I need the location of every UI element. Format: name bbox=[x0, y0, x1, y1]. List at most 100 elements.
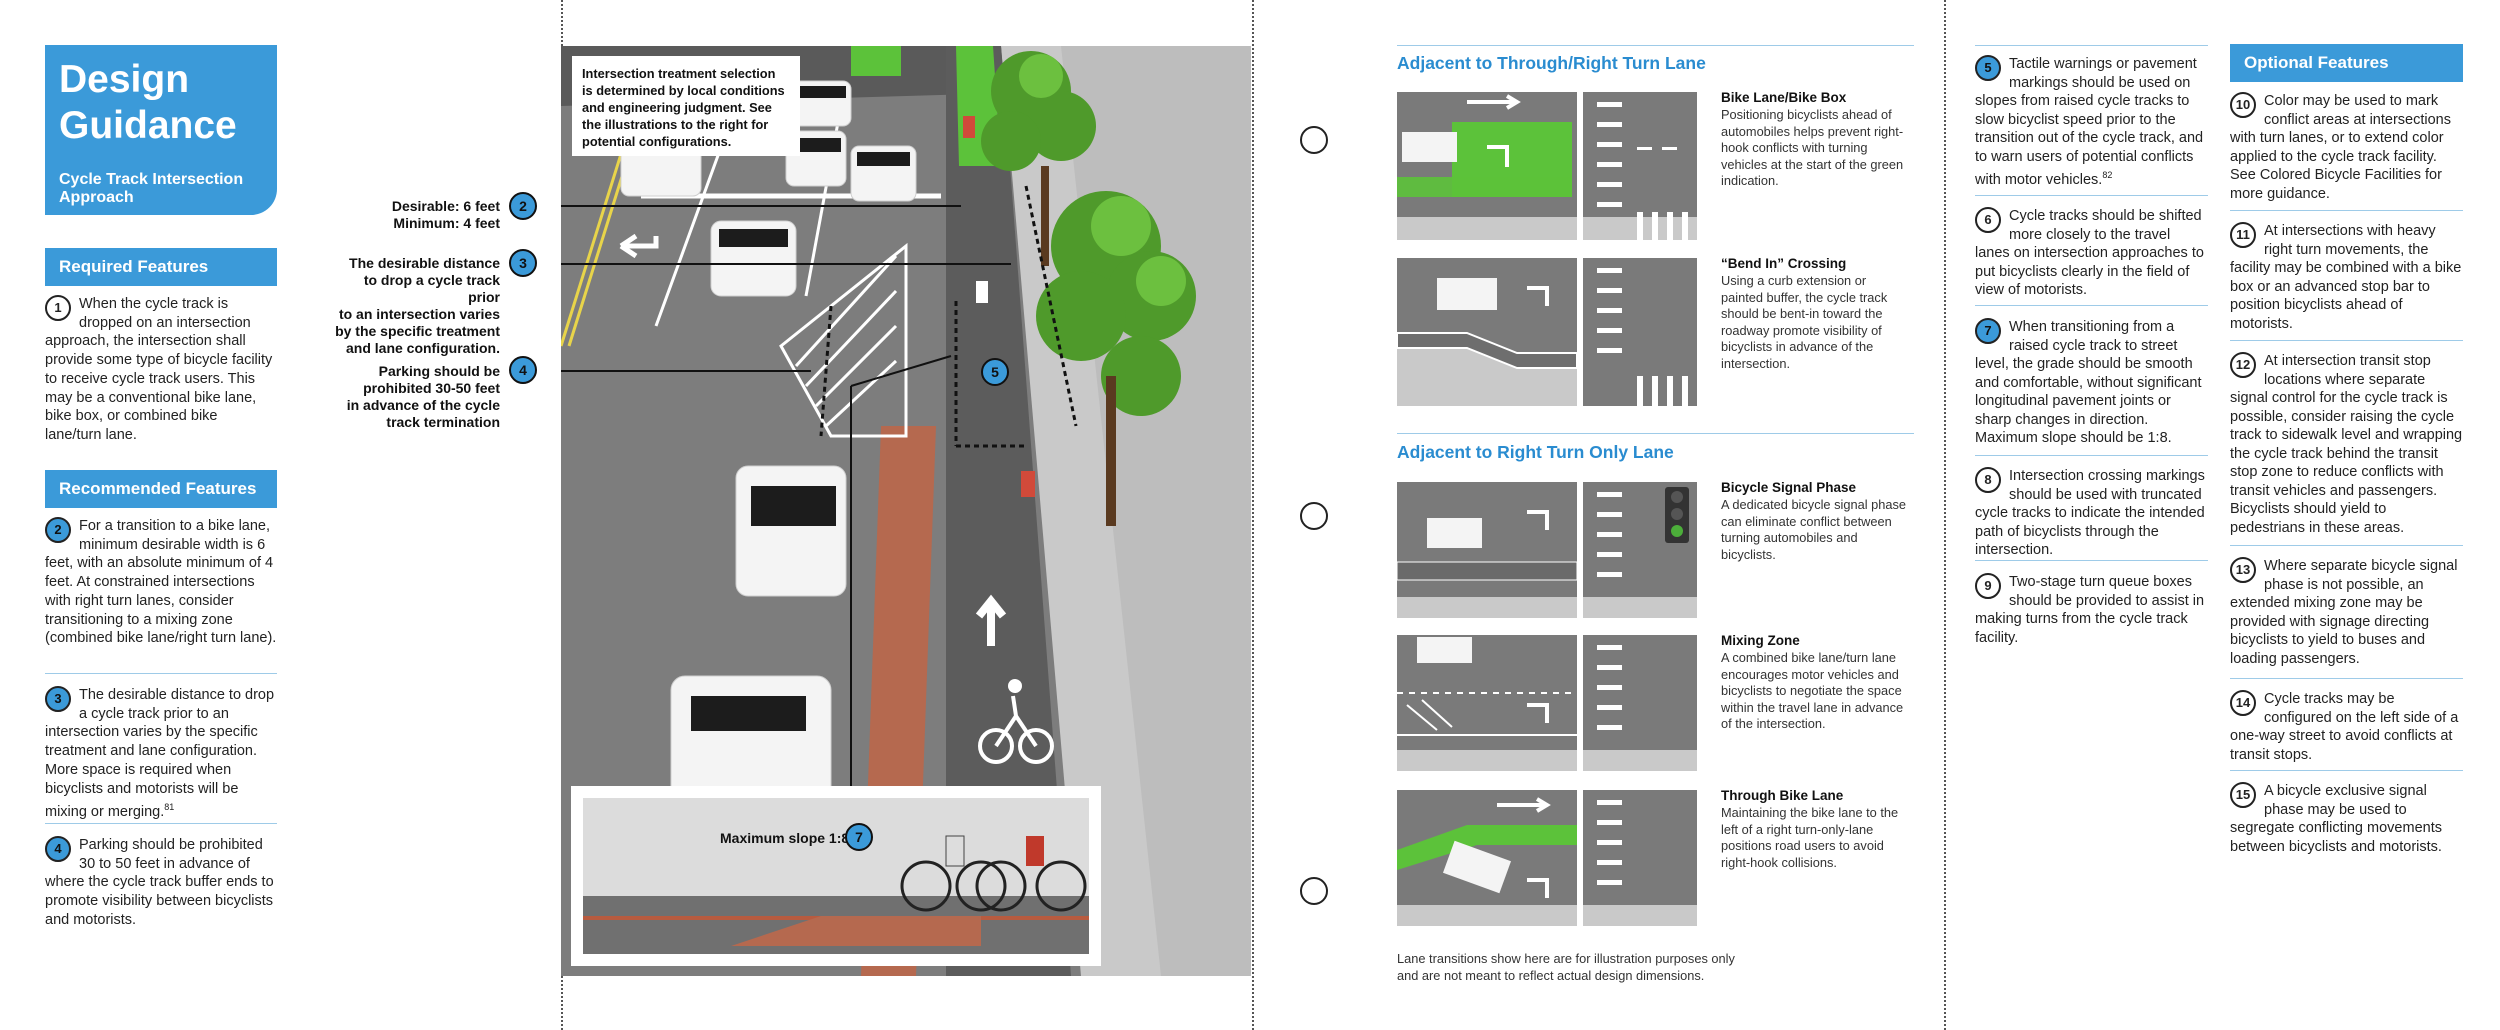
caption-heading: Bicycle Signal Phase bbox=[1721, 480, 1857, 495]
diagram-svg bbox=[1397, 790, 1697, 926]
section-rule bbox=[2230, 770, 2463, 771]
feature-number: 5 bbox=[1975, 55, 2001, 81]
callout-line: The desirable distance bbox=[349, 255, 500, 271]
diagram-svg bbox=[1397, 258, 1697, 406]
feature-text: At intersections with heavy right turn m… bbox=[2230, 223, 2462, 332]
fold-line-3 bbox=[1944, 0, 1946, 1030]
feature-text: Where separate bicycle signal phase is n… bbox=[2230, 558, 2458, 667]
feature-number: 14 bbox=[2230, 690, 2256, 716]
callout-line: and lane configuration. bbox=[345, 340, 500, 356]
footnote-ref: 82 bbox=[2102, 170, 2113, 180]
feature-text: Parking should be prohibited 30 to 50 fe… bbox=[45, 837, 274, 928]
callout-line: Parking should be bbox=[378, 363, 500, 379]
feature-text: For a transition to a bike lane, minimum… bbox=[45, 518, 277, 647]
diagram-svg bbox=[1397, 635, 1697, 771]
feature-number: 15 bbox=[2230, 782, 2256, 808]
feature-number: 3 bbox=[45, 686, 71, 712]
footnote: Lane transitions show here are for illus… bbox=[1397, 951, 1757, 984]
title-box: Design Guidance Cycle Track Intersection… bbox=[45, 45, 277, 215]
feature-text: Two-stage turn queue boxes should be pro… bbox=[1975, 574, 2205, 646]
feature-number: 12 bbox=[2230, 352, 2256, 378]
feature-text: Tactile warnings or pavement markings sh… bbox=[1975, 56, 2204, 188]
binder-hole-icon bbox=[1300, 126, 1328, 154]
page-subtitle-line2: Approach bbox=[59, 189, 134, 206]
callout-line: by the specific treatment bbox=[335, 323, 500, 339]
divider bbox=[45, 673, 277, 674]
feature-number: 10 bbox=[2230, 92, 2256, 118]
required-features-header: Required Features bbox=[45, 248, 277, 286]
section-rule bbox=[1975, 455, 2208, 456]
feature-text: At intersection transit stop locations w… bbox=[2230, 353, 2463, 536]
feature-number: 2 bbox=[45, 517, 71, 543]
feature-number: 7 bbox=[1975, 318, 2001, 344]
optional-features-header: Optional Features bbox=[2230, 44, 2463, 82]
section-title-through-right: Adjacent to Through/Right Turn Lane bbox=[1397, 53, 1706, 73]
section-rule bbox=[1975, 195, 2208, 196]
section-rule bbox=[2230, 210, 2463, 211]
feature-number: 11 bbox=[2230, 222, 2256, 248]
callout-badge-4: 4 bbox=[509, 356, 537, 384]
callout-distance: The desirable distance to drop a cycle t… bbox=[330, 255, 500, 357]
feature-text: Intersection crossing markings should be… bbox=[1975, 468, 2205, 558]
footnote-ref: 81 bbox=[164, 802, 175, 813]
section-rule bbox=[1975, 560, 2208, 561]
callout-line: in advance of the cycle bbox=[346, 397, 500, 413]
feature-number: 8 bbox=[1975, 467, 2001, 493]
note-line: potential configurations. bbox=[582, 134, 732, 149]
note-line: Intersection treatment selection bbox=[582, 66, 776, 81]
feature-number: 1 bbox=[45, 295, 71, 321]
feature-number: 4 bbox=[45, 836, 71, 862]
callout-badge-2: 2 bbox=[509, 192, 537, 220]
section-rule bbox=[1397, 433, 1914, 434]
fold-line-2 bbox=[1252, 0, 1254, 1030]
section-rule bbox=[2230, 678, 2463, 679]
callout-badge-3: 3 bbox=[509, 249, 537, 277]
caption-bike-box: Bike Lane/Bike Box Positioning bicyclist… bbox=[1721, 90, 1911, 190]
illustration-note: Intersection treatment selection is dete… bbox=[572, 56, 800, 156]
illustration-badge-5: 5 bbox=[981, 358, 1009, 386]
feature-text: When transitioning from a raised cycle t… bbox=[1975, 319, 2202, 446]
diagram-svg bbox=[1397, 92, 1697, 240]
illustration-badge-7: 7 bbox=[845, 823, 873, 851]
feature-text: A bicycle exclusive signal phase may be … bbox=[2230, 783, 2442, 855]
street-illustration bbox=[561, 46, 1251, 976]
feature-number: 6 bbox=[1975, 207, 2001, 233]
feature-text: Cycle tracks may be configured on the le… bbox=[2230, 691, 2459, 763]
section-rule bbox=[2230, 340, 2463, 341]
callout-line: Desirable: 6 feet bbox=[391, 198, 500, 214]
section-title-right-only: Adjacent to Right Turn Only Lane bbox=[1397, 442, 1674, 462]
diagram-mixing-zone bbox=[1397, 635, 1697, 771]
caption-text: A combined bike lane/turn lane encourage… bbox=[1721, 650, 1904, 731]
binder-hole-icon bbox=[1300, 502, 1328, 530]
section-rule bbox=[1975, 45, 2208, 46]
caption-bicycle-signal: Bicycle Signal Phase A dedicated bicycle… bbox=[1721, 480, 1911, 563]
divider bbox=[45, 823, 277, 824]
caption-heading: “Bend In” Crossing bbox=[1721, 256, 1847, 271]
binder-hole-icon bbox=[1300, 877, 1328, 905]
slope-label: Maximum slope 1:8 bbox=[720, 830, 850, 846]
feature-text: When the cycle track is dropped on an in… bbox=[45, 296, 273, 443]
caption-heading: Mixing Zone bbox=[1721, 633, 1800, 648]
caption-bend-in: “Bend In” Crossing Using a curb extensio… bbox=[1721, 256, 1911, 372]
diagram-bicycle-signal bbox=[1397, 482, 1697, 618]
footnote-line: and are not meant to reflect actual desi… bbox=[1397, 967, 1705, 983]
footnote-line: Lane transitions show here are for illus… bbox=[1397, 951, 1735, 966]
caption-heading: Bike Lane/Bike Box bbox=[1721, 90, 1847, 105]
page-title-line1: Design bbox=[59, 58, 190, 101]
feature-text: The desirable distance to drop a cycle t… bbox=[45, 687, 275, 821]
